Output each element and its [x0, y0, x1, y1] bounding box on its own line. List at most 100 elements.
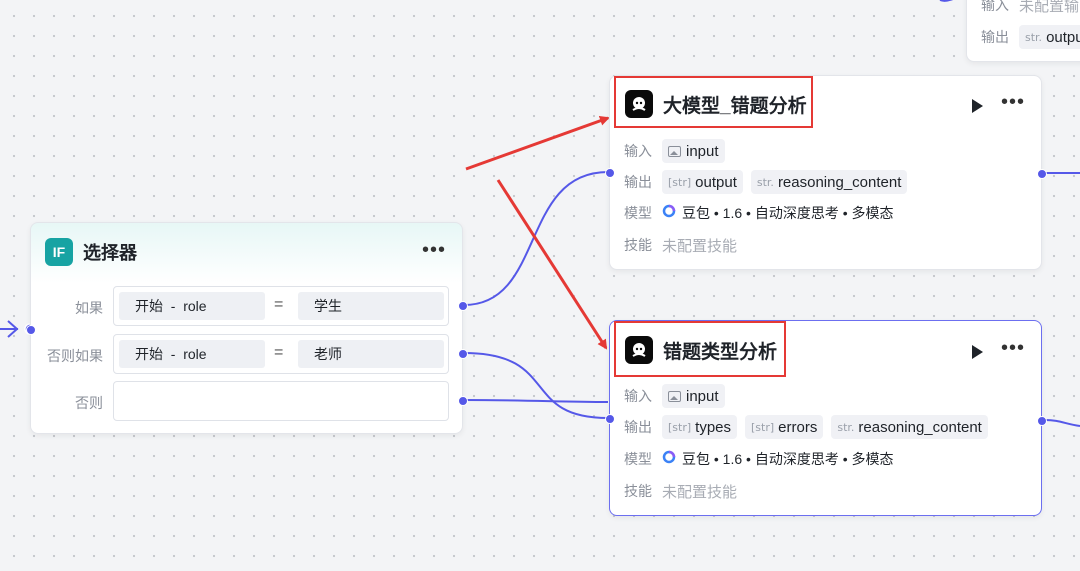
- node-actions: •••: [971, 337, 1025, 361]
- output-tag[interactable]: str.reasoning_content: [750, 170, 908, 194]
- error-type-node[interactable]: 错题类型分析 ••• 输入 input 输出 [str]types [str]e…: [605, 320, 1047, 516]
- output-tag[interactable]: [str]errors: [745, 415, 824, 439]
- type-badge: [str]: [668, 420, 692, 434]
- model-label: 模型: [624, 451, 652, 467]
- condition-right-field[interactable]: 学生: [298, 292, 444, 320]
- model-text[interactable]: 豆包 • 1.6 • 自动深度思考 • 多模态: [682, 205, 894, 221]
- node-header: 错题类型分析: [625, 336, 777, 364]
- more-icon[interactable]: •••: [1000, 91, 1025, 113]
- branch-port-if[interactable]: [458, 301, 468, 311]
- input-port[interactable]: [605, 414, 615, 424]
- output-row: 输出 [str]output str.reasoning_content: [624, 170, 915, 194]
- node-actions: •••: [421, 239, 446, 263]
- output-label: 输出: [981, 29, 1009, 45]
- operator-equals[interactable]: =: [274, 296, 284, 313]
- selector-node[interactable]: IF 选择器 ••• 如果 开始 - role = 学生 否则如果 开始 - r…: [26, 222, 468, 434]
- node-title[interactable]: 选择器: [83, 243, 137, 263]
- skill-row: 技能 未配置技能: [624, 233, 737, 257]
- edge-incoming-arrowhead: [7, 320, 19, 338]
- condition-left-field[interactable]: 开始 - role: [119, 292, 265, 320]
- input-label: 输入: [624, 143, 652, 159]
- image-icon: [668, 390, 681, 402]
- output-name: output: [695, 173, 737, 191]
- edge-error-out: [1044, 419, 1080, 427]
- condition-left-field[interactable]: 开始 - role: [119, 340, 265, 368]
- output-tag: str. outpu: [1019, 25, 1080, 49]
- output-name: outpu: [1046, 28, 1080, 46]
- condition-label-elseif: 否则如果: [47, 348, 103, 364]
- type-badge: [str]: [751, 420, 775, 434]
- skill-row: 技能 未配置技能: [624, 479, 737, 503]
- output-port[interactable]: [1037, 416, 1047, 426]
- llm-logo-icon: [625, 90, 653, 118]
- node-header: 大模型_错题分析: [625, 90, 807, 118]
- output-port[interactable]: [1037, 169, 1047, 179]
- run-icon[interactable]: [971, 99, 983, 113]
- top-node-output-row: 输出 str. outpu: [981, 25, 1080, 49]
- type-badge: str.: [756, 175, 774, 189]
- node-actions: •••: [971, 91, 1025, 115]
- annotation-arrow-to-error: [496, 179, 608, 350]
- input-name: input: [686, 387, 719, 405]
- condition-elseif[interactable]: 开始 - role = 老师: [113, 334, 449, 374]
- output-tag[interactable]: [str]output: [662, 170, 743, 194]
- input-tag[interactable]: input: [662, 384, 725, 408]
- type-badge: str.: [837, 420, 855, 434]
- type-badge: [str]: [668, 175, 692, 189]
- skill-text: 未配置技能: [662, 237, 738, 255]
- condition-label-else: 否则: [75, 395, 103, 411]
- output-label: 输出: [624, 174, 652, 190]
- llm-node[interactable]: 大模型_错题分析 ••• 输入 input 输出 [str]output str…: [605, 75, 1047, 270]
- model-row: 模型 豆包 • 1.6 • 自动深度思考 • 多模态: [624, 201, 894, 225]
- branch-port-elseif[interactable]: [458, 349, 468, 359]
- highlight-box-llm-title: [614, 76, 813, 128]
- condition-else[interactable]: [113, 381, 449, 421]
- doubao-logo-icon: [662, 450, 676, 469]
- annotation-arrow-to-llm: [465, 115, 610, 171]
- input-label: 输入: [981, 0, 1009, 13]
- input-value: 未配置输: [1019, 0, 1080, 15]
- condition-if[interactable]: 开始 - role = 学生: [113, 286, 449, 326]
- input-port[interactable]: [26, 325, 36, 335]
- input-row: 输入 input: [624, 384, 733, 408]
- input-port[interactable]: [605, 168, 615, 178]
- output-label: 输出: [624, 419, 652, 435]
- top-node-partial[interactable]: 输入 未配置输 输出 str. outpu: [966, 0, 1080, 62]
- input-name: input: [686, 142, 719, 160]
- output-tag[interactable]: str.reasoning_content: [831, 415, 988, 439]
- input-tag[interactable]: input: [662, 139, 725, 163]
- model-text[interactable]: 豆包 • 1.6 • 自动深度思考 • 多模态: [682, 451, 894, 467]
- more-icon[interactable]: •••: [1000, 337, 1025, 359]
- output-name: reasoning_content: [777, 173, 902, 191]
- input-row: 输入 input: [624, 139, 733, 163]
- more-icon[interactable]: •••: [421, 239, 446, 261]
- input-label: 输入: [624, 388, 652, 404]
- image-icon: [668, 145, 681, 157]
- output-name: errors: [778, 418, 818, 436]
- run-icon[interactable]: [971, 345, 983, 359]
- model-label: 模型: [624, 205, 652, 221]
- llm-logo-icon: [625, 336, 653, 364]
- skill-text: 未配置技能: [662, 483, 738, 501]
- node-header: IF 选择器: [45, 238, 137, 266]
- output-row: 输出 [str]types [str]errors str.reasoning_…: [624, 415, 996, 439]
- output-name: reasoning_content: [858, 418, 982, 436]
- condition-right-field[interactable]: 老师: [298, 340, 444, 368]
- doubao-logo-icon: [662, 204, 676, 223]
- skill-label: 技能: [624, 237, 652, 253]
- if-icon-text: IF: [52, 244, 66, 260]
- edge-else-to-error: [463, 399, 609, 403]
- type-badge: str.: [1025, 30, 1043, 44]
- skill-label: 技能: [624, 483, 652, 499]
- node-title[interactable]: 错题类型分析: [663, 341, 778, 363]
- node-title[interactable]: 大模型_错题分析: [663, 95, 807, 117]
- edge-elseif-to-error: [463, 352, 609, 419]
- output-name: types: [695, 418, 732, 436]
- branch-port-else[interactable]: [458, 396, 468, 406]
- output-tag[interactable]: [str]types: [662, 415, 738, 439]
- condition-label-if: 如果: [75, 300, 103, 316]
- highlight-box-error-title: [614, 321, 786, 377]
- operator-equals[interactable]: =: [274, 344, 284, 361]
- edge-top-node: [939, 0, 954, 2]
- model-row: 模型 豆包 • 1.6 • 自动深度思考 • 多模态: [624, 447, 894, 471]
